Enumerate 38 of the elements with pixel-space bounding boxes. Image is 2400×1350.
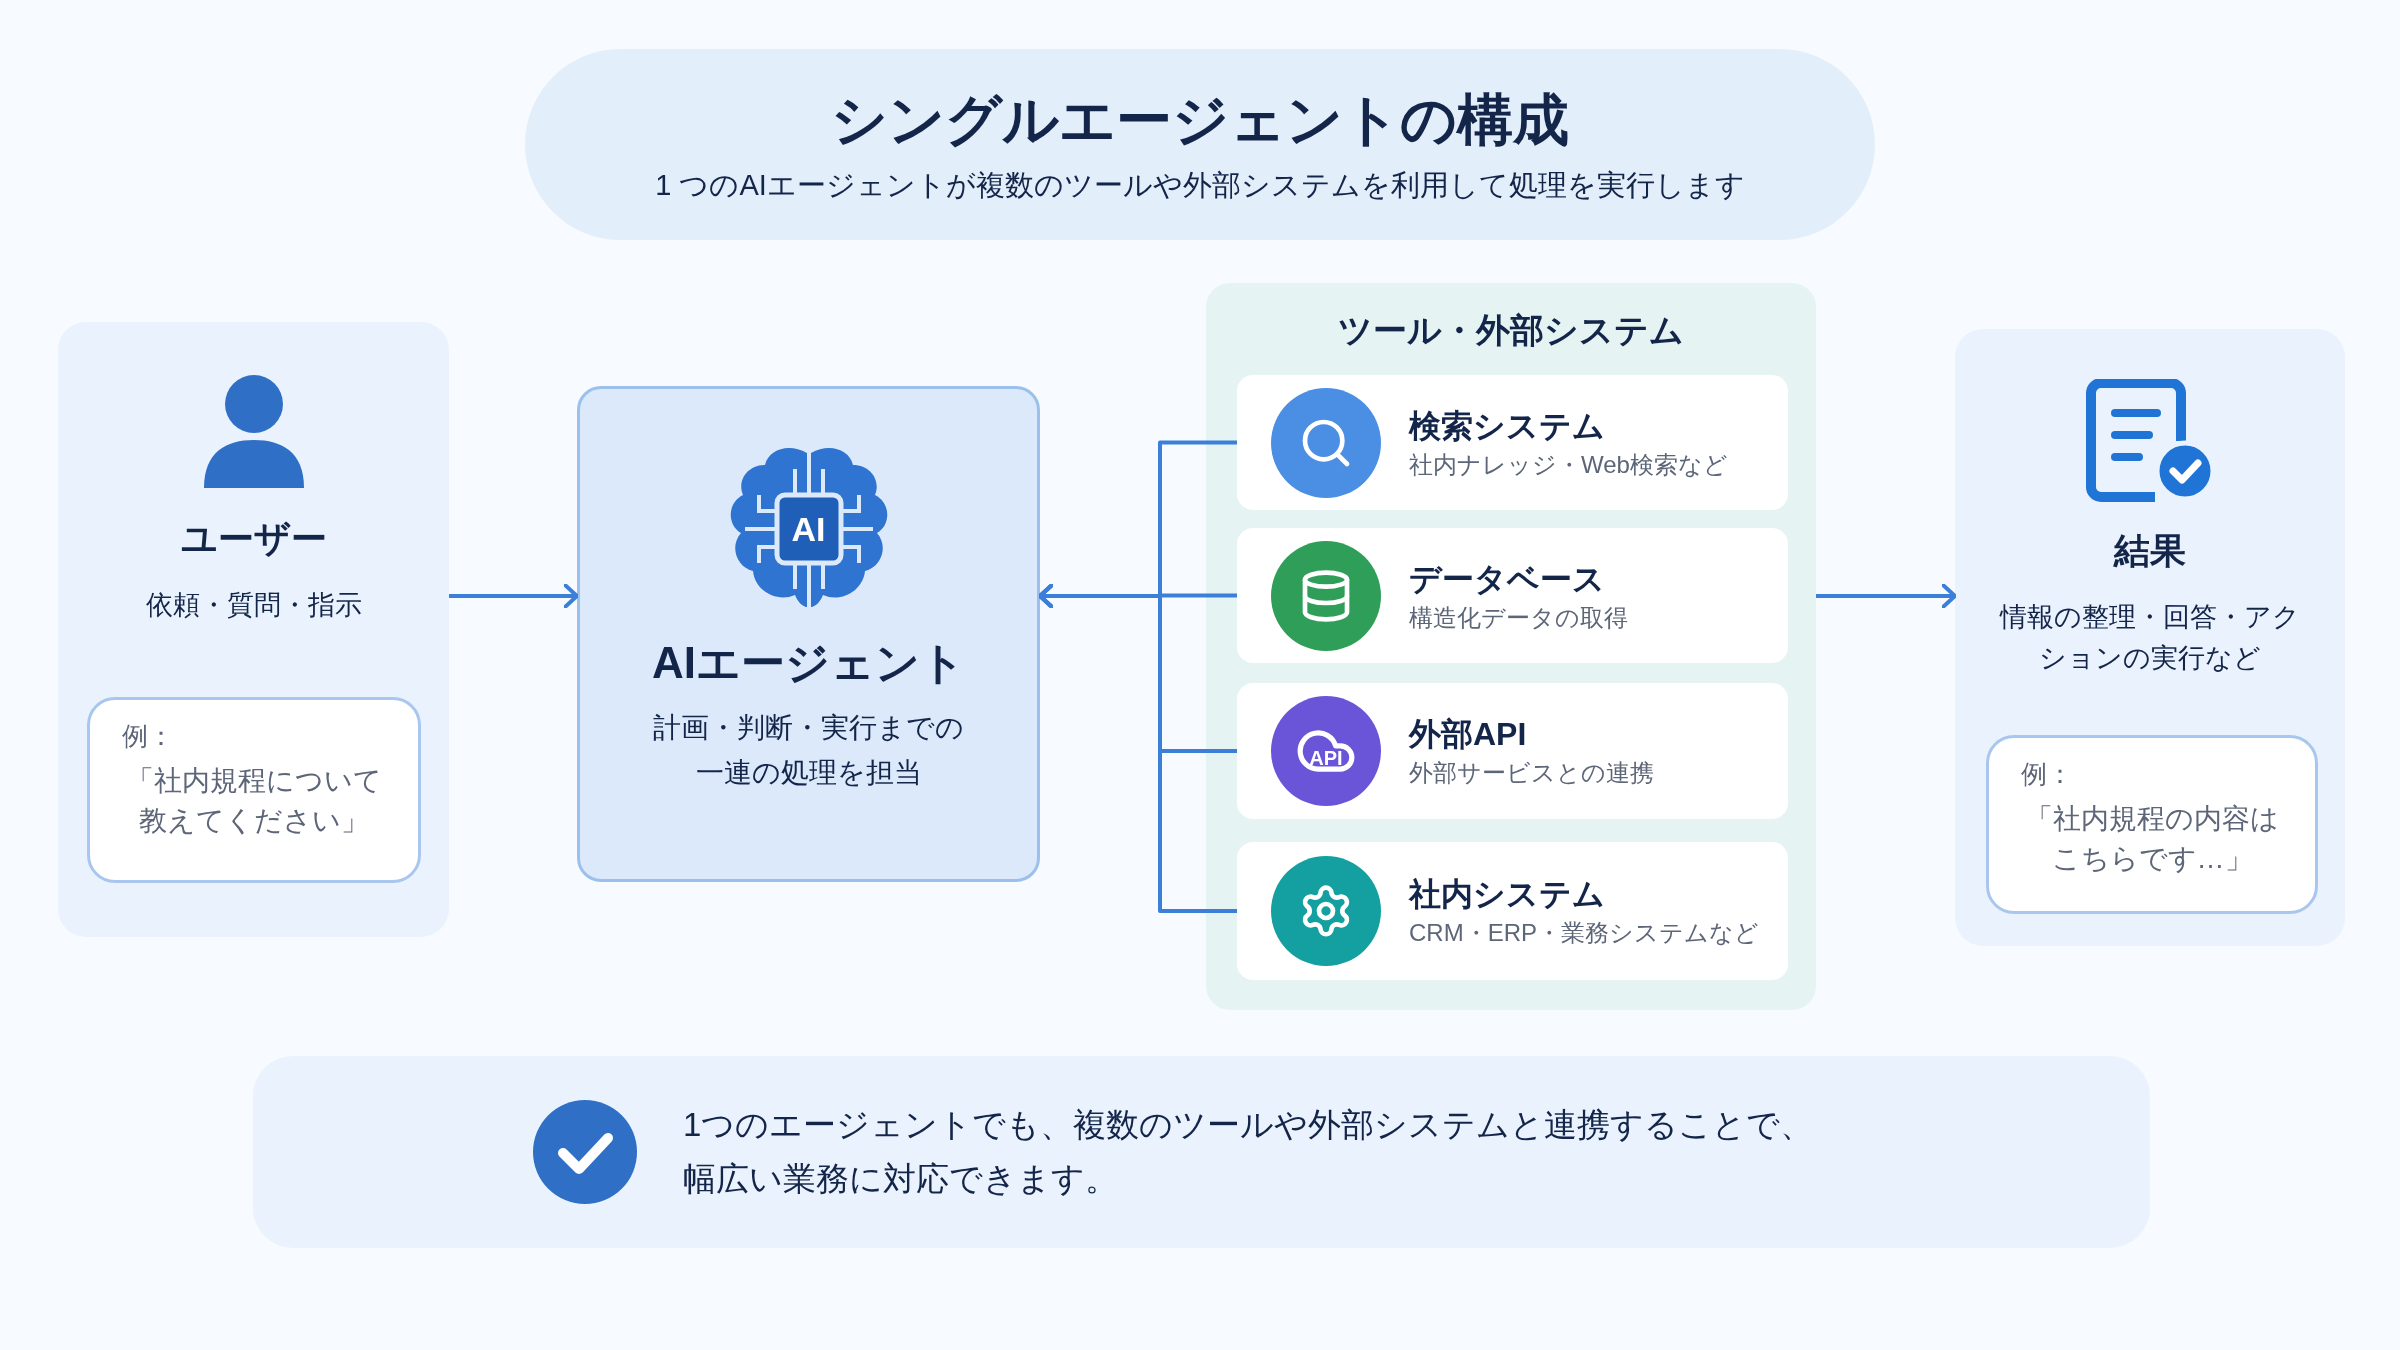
example-label: 例：: [122, 720, 175, 753]
tool-card: [1237, 683, 1788, 819]
example-label: 例：: [2021, 758, 2074, 791]
card-title: 結果: [2114, 529, 2186, 573]
speech-bubble: [1986, 735, 2318, 914]
summary-text: 1つのエージェントでも、複数のツールや外部システムと連携することで、幅広い業務に対応できます。: [683, 1104, 1815, 1199]
tool-description: CRM・ERP・業務システムなど: [1409, 918, 1759, 948]
card-title: ユーザー: [180, 517, 327, 561]
subtitle: 1 つのAIエージェントが複数のツールや外部システムを利用して処理を実行します: [655, 168, 1745, 204]
panel-heading: ツール・外部システム: [1337, 310, 1685, 351]
arrow: [1038, 583, 1237, 913]
info-card: [1955, 329, 2345, 946]
agent-title: AIエージェント: [652, 637, 965, 689]
tool-title: 社内システム: [1409, 875, 1606, 914]
tool-description: 構造化データの取得: [1409, 602, 1628, 633]
tool-description: 社内ナレッジ・Web検索など: [1409, 449, 1728, 480]
agent-card: [577, 386, 1040, 882]
icon-label: AI: [790, 509, 827, 549]
tool-title: 外部API: [1409, 715, 1528, 754]
arrow: [1816, 583, 1957, 609]
card-description: 情報の整理・回答・アクションの実行など: [2000, 601, 2300, 675]
tool-card: [1237, 375, 1788, 510]
tool-card: [1237, 842, 1788, 980]
summary-banner: [253, 1056, 2150, 1248]
arrow: [449, 583, 579, 609]
speech-bubble: [87, 697, 421, 883]
card-description: 依頼・質問・指示: [144, 589, 363, 622]
cloud-api-icon: API: [1271, 696, 1381, 806]
banner-heading: シングルエージェントの構成: [831, 87, 1569, 154]
tools-panel: [1206, 283, 1816, 1010]
tool-card: [1237, 528, 1788, 663]
info-card: [58, 322, 449, 937]
tool-title: 検索システム: [1409, 406, 1606, 446]
tool-description: 外部サービスとの連携: [1409, 758, 1654, 788]
agent-description: 計画・判断・実行までの一連の処理を担当: [652, 711, 965, 790]
tool-title: データベース: [1409, 559, 1606, 599]
example-quote: 「社内規程について教えてください」: [125, 763, 383, 839]
example-quote: 「社内規程の内容はこちらです…」: [2024, 801, 2280, 877]
